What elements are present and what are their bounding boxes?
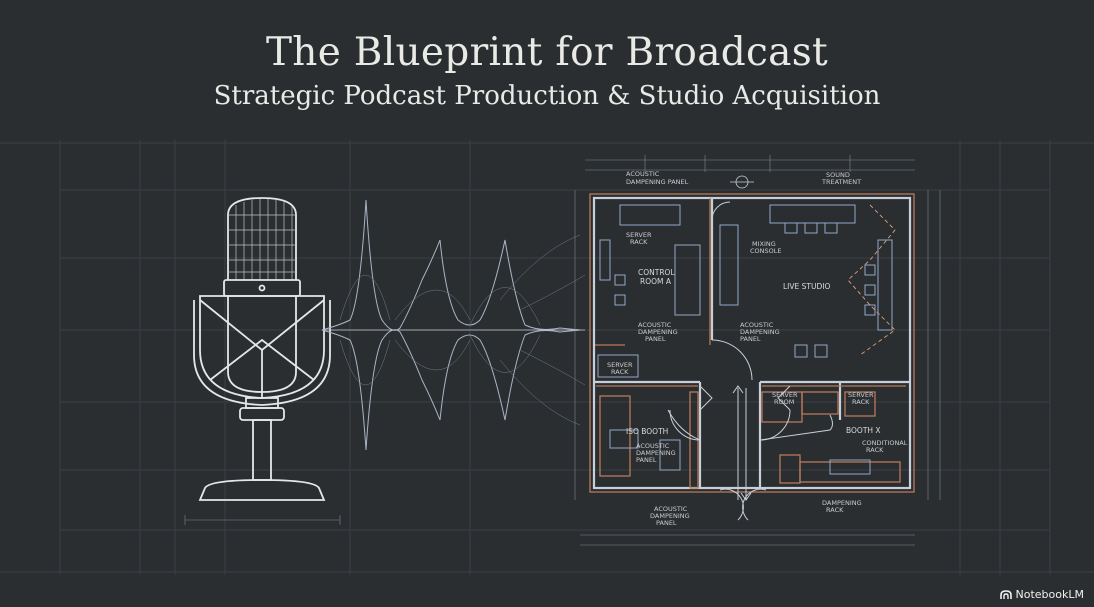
label-acoustic-panel-top-2: DAMPENING PANEL [626, 178, 689, 186]
label-sound-treatment-2: TREATMENT [821, 178, 861, 186]
brand-name: NotebookLM [1015, 588, 1084, 601]
label-control-room-1: CONTROL [638, 268, 675, 277]
label-acoustic-panel-cr-2: DAMPENING [638, 328, 678, 336]
label-server-rack-left-1: SERVER [607, 361, 633, 369]
label-conditional-rack-1: CONDITIONAL [862, 439, 908, 447]
label-acoustic-panel-iso-2: DAMPENING [636, 449, 676, 457]
label-dampening-rack-1: DAMPENING [822, 499, 862, 507]
slide-subtitle: Strategic Podcast Production & Studio Ac… [213, 81, 881, 111]
label-acoustic-panel-cr-3: PANEL [645, 335, 666, 343]
label-server-rack-right-2: RACK [852, 398, 870, 406]
microphone-icon [193, 197, 331, 501]
notebooklm-brand: NotebookLM [999, 588, 1084, 601]
label-mixing-console-1: MIXING [752, 240, 776, 248]
label-iso-booth: ISO BOOTH [626, 427, 668, 436]
label-acoustic-panel-mid-1: ACOUSTIC [740, 321, 774, 329]
label-acoustic-panel-iso-3: PANEL [636, 456, 657, 464]
label-booth-x: BOOTH X [846, 426, 881, 435]
sound-waveform [321, 199, 586, 451]
label-server-room-2: ROOM [774, 398, 794, 406]
label-acoustic-panel-bottom-1: ACOUSTIC [654, 505, 688, 513]
label-acoustic-panel-mid-2: DAMPENING [740, 328, 780, 336]
label-server-room-1: SERVER [772, 391, 798, 399]
label-server-rack-left-2: RACK [611, 368, 629, 376]
label-dampening-rack-2: RACK [826, 506, 844, 514]
label-server-rack-2: RACK [630, 238, 648, 246]
label-acoustic-panel-bottom-3: PANEL [656, 519, 677, 527]
label-sound-treatment-1: SOUND [826, 171, 850, 179]
label-conditional-rack-2: RACK [866, 446, 884, 454]
label-acoustic-panel-bottom-2: DAMPENING [650, 512, 690, 520]
label-control-room-2: ROOM A [640, 277, 672, 286]
studio-floor-plan: ACOUSTIC DAMPENING PANEL SERVER RACK CON… [574, 155, 941, 546]
label-acoustic-panel-cr-1: ACOUSTIC [638, 321, 672, 329]
label-acoustic-panel-iso-1: ACOUSTIC [636, 442, 670, 450]
label-acoustic-panel-top-1: ACOUSTIC [626, 170, 660, 178]
label-acoustic-panel-mid-3: PANEL [740, 335, 761, 343]
notebooklm-logo-icon [999, 589, 1012, 599]
label-mixing-console-2: CONSOLE [750, 247, 782, 255]
label-server-rack-right-1: SERVER [848, 391, 874, 399]
slide-title: The Blueprint for Broadcast [265, 30, 829, 75]
label-live-studio: LIVE STUDIO [783, 282, 830, 291]
label-server-rack-1: SERVER [626, 231, 652, 239]
